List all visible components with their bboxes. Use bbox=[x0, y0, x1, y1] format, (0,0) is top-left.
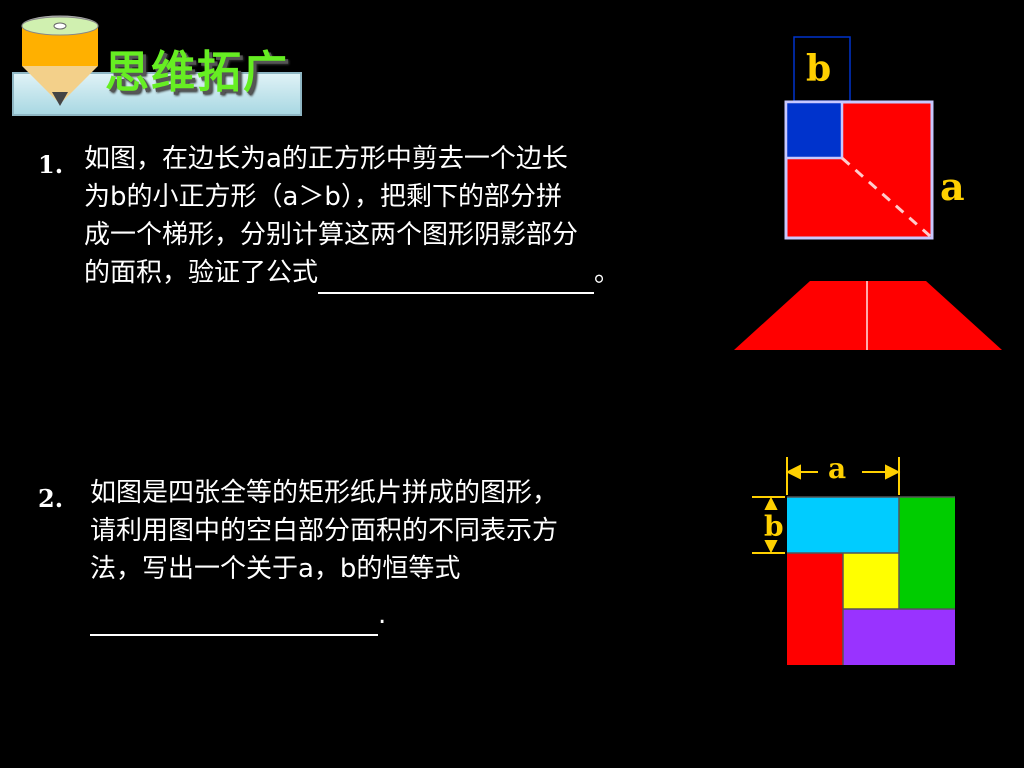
center-square bbox=[843, 553, 899, 609]
dimension-a-arrow bbox=[785, 457, 901, 495]
problem1-label-a: a bbox=[940, 164, 965, 209]
problem1-label-b: b bbox=[806, 48, 832, 90]
problem1-line4-prefix: 的面积，验证了公式 bbox=[84, 258, 319, 288]
problem2-line4: . bbox=[90, 596, 730, 636]
dashed-diagonal bbox=[841, 156, 931, 238]
problem1-text: 如图，在边长为a的正方形中剪去一个边长 为b的小正方形（a＞b），把剩下的部分拼… bbox=[84, 140, 744, 294]
problem2-answer-blank[interactable] bbox=[90, 596, 378, 636]
problem2-line2: 请利用图中的空白部分面积的不同表示方 bbox=[90, 516, 559, 546]
problem2-label-b: b bbox=[764, 510, 784, 543]
problem2-label-a: a bbox=[828, 452, 847, 485]
rect-green bbox=[899, 497, 955, 609]
problem1-line1: 如图，在边长为a的正方形中剪去一个边长 bbox=[84, 144, 568, 174]
rect-purple bbox=[843, 609, 955, 665]
header-title: 思维拓广 bbox=[105, 47, 289, 98]
problem1-answer-blank[interactable] bbox=[318, 254, 595, 294]
rect-cyan bbox=[787, 497, 899, 553]
problem2-line1: 如图是四张全等的矩形纸片拼成的图形， bbox=[90, 478, 559, 508]
problem1-line3: 成一个梯形，分别计算这两个图形阴影部分 bbox=[84, 220, 579, 250]
problem1-line2: 为b的小正方形（a＞b），把剩下的部分拼 bbox=[84, 182, 562, 212]
small-square-cut bbox=[784, 100, 844, 160]
problem2-number: 2. bbox=[38, 484, 64, 513]
rect-red bbox=[787, 553, 843, 665]
problem1-line4: 的面积，验证了公式 。 bbox=[84, 254, 744, 294]
problem2-text: 如图是四张全等的矩形纸片拼成的图形， 请利用图中的空白部分面积的不同表示方 法，… bbox=[90, 474, 730, 636]
problem2-line4-suffix: . bbox=[378, 600, 387, 630]
problem2-line3: 法，写出一个关于a，b的恒等式 bbox=[90, 554, 461, 584]
dimension-b-arrow bbox=[752, 496, 785, 554]
problem1-line4-suffix: 。 bbox=[594, 258, 621, 288]
problem1-number: 1. bbox=[38, 150, 64, 179]
